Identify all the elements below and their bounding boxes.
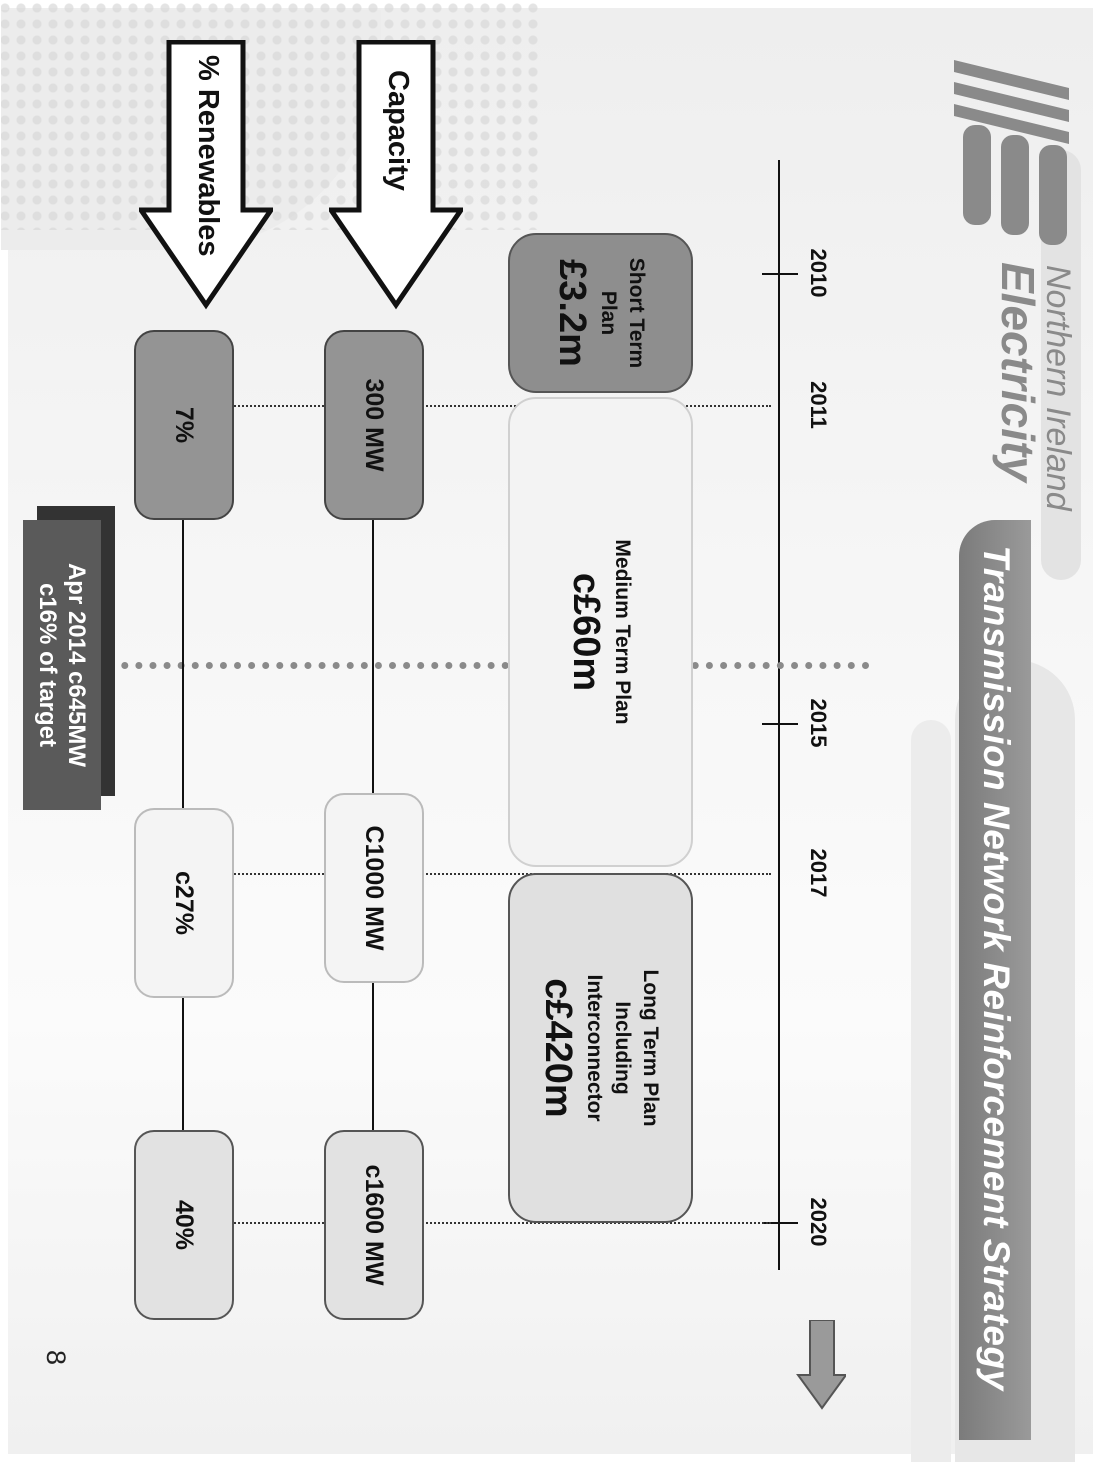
plan-name: Including [611, 1001, 635, 1095]
renewables-value-box: 7% [134, 330, 234, 520]
background-swoosh [911, 720, 951, 1462]
title-bar: Transmission Network Reinforcement Strat… [959, 520, 1031, 1440]
year-guide-line [231, 873, 771, 875]
plan-name: Short Term [625, 257, 649, 369]
company-logo: Northern Ireland Electricity [949, 50, 1079, 511]
logo-mark-icon [954, 60, 1069, 245]
timeline-axis [778, 160, 780, 1270]
capacity-value-box: c1600 MW [324, 1130, 424, 1320]
year-label: 2020 [806, 1197, 831, 1247]
year-label: 2011 [806, 381, 831, 429]
plan-name: Long Term Plan [639, 969, 663, 1127]
capacity-arrow-icon [329, 40, 463, 310]
timeline-arrow-icon [796, 1320, 846, 1410]
renewables-arrow-icon [139, 40, 273, 310]
year-label: 2015 [806, 698, 831, 748]
capacity-value-box: 300 MW [324, 330, 424, 520]
renewables-value-box: 40% [134, 1130, 234, 1320]
slide-title: Transmission Network Reinforcement Strat… [976, 545, 1017, 1391]
callout-line2: c16% of target [34, 582, 61, 748]
status-callout: Apr 2014 c645MW c16% of target [23, 520, 101, 810]
logo-text-line2: Electricity [992, 262, 1044, 482]
plan-name: Medium Term Plan [611, 539, 635, 725]
year-guide-line [231, 1222, 771, 1224]
year-guide-line [231, 405, 771, 407]
plan-name: Plan [597, 290, 621, 336]
plan-name: Interconnector [583, 974, 607, 1122]
capacity-value-box: C1000 MW [324, 793, 424, 983]
long-term-plan-box: Long Term Plan Including Interconnector … [508, 873, 693, 1223]
page-number: 8 [41, 1350, 71, 1366]
plan-cost: c£420m [537, 978, 580, 1118]
timeline-tick [762, 273, 798, 275]
plan-cost: c£60m [565, 572, 608, 692]
current-date-marker [121, 662, 551, 669]
year-label: 2010 [806, 248, 831, 298]
capacity-label: Capacity [382, 70, 414, 191]
plan-cost: £3.2m [551, 259, 594, 367]
year-label: 2017 [806, 848, 831, 898]
medium-term-plan-box: Medium Term Plan c£60m [508, 397, 693, 867]
timeline-tick [762, 723, 798, 725]
callout-line1: Apr 2014 c645MW [63, 562, 90, 768]
renewables-label: % Renewables [192, 55, 224, 257]
short-term-plan-box: Short Term Plan £3.2m [508, 233, 693, 393]
renewables-value-box: c27% [134, 808, 234, 998]
